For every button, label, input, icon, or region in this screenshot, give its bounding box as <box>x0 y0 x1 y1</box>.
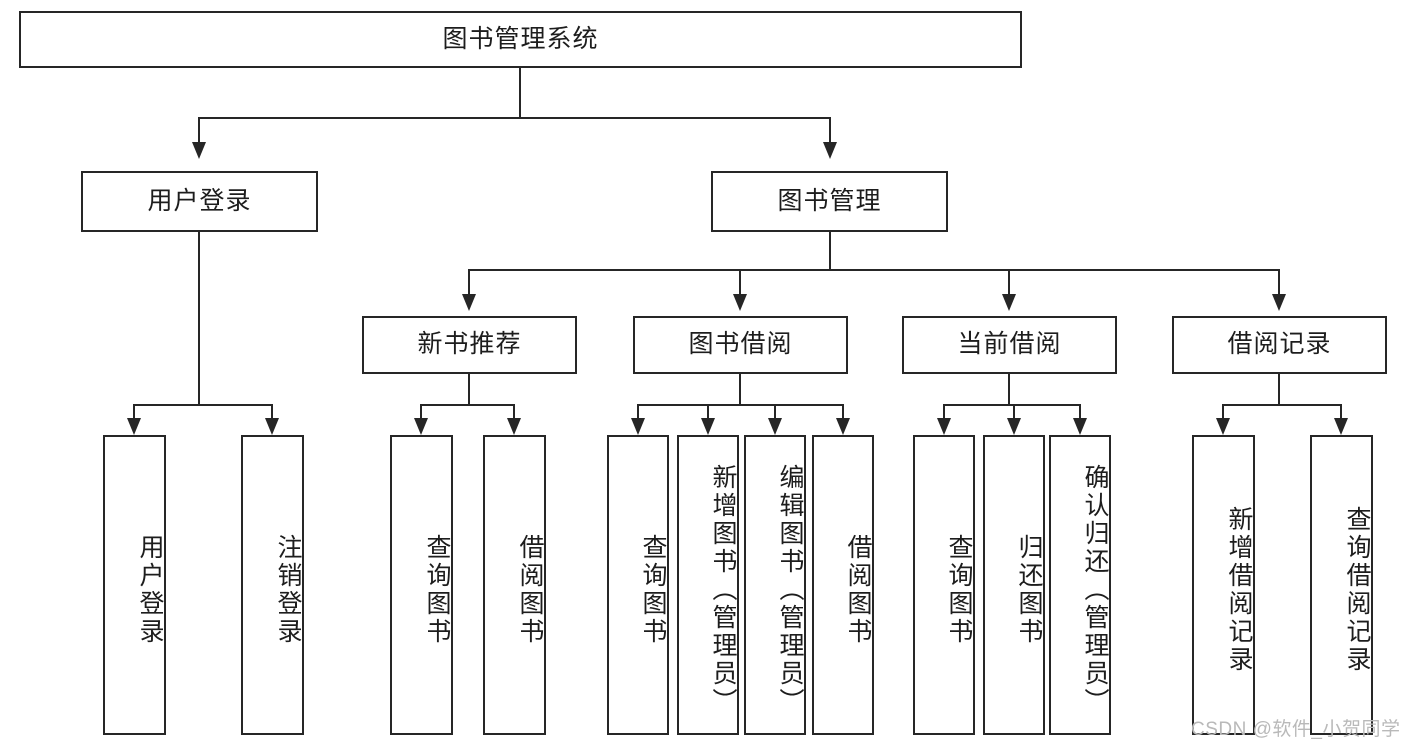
node-leaf-borrow-book-2[interactable]: 借阅图书 <box>812 435 874 735</box>
node-leaf-add-record[interactable]: 新增借阅记录 <box>1192 435 1255 735</box>
connector-drop-leaf-query-book-3 <box>943 404 946 418</box>
node-leaf-query-record[interactable]: 查询借阅记录 <box>1310 435 1373 735</box>
node-leaf-user-login[interactable]: 用户登录 <box>103 435 166 735</box>
connector-drop-leaf-add-book <box>707 404 710 418</box>
arrowhead-leaf-edit-book <box>768 418 782 435</box>
connector-drop-leaf-query-book-1 <box>420 404 423 418</box>
node-leaf-edit-book-label: 编辑图书（管理员） <box>776 464 804 716</box>
connector-current-borrow-stem <box>1008 374 1011 406</box>
node-book-borrow-label: 图书借阅 <box>688 330 793 359</box>
connector-borrow-record-stem <box>1278 374 1281 406</box>
connector-drop-leaf-edit-book <box>774 404 777 418</box>
node-leaf-confirm-return[interactable]: 确认归还（管理员） <box>1049 435 1111 735</box>
node-leaf-logout-label: 注销登录 <box>274 534 302 646</box>
connector-new-book-rec-stem <box>468 374 471 406</box>
connector-drop-new-book-rec <box>468 269 471 294</box>
arrowhead-leaf-add-book <box>701 418 715 435</box>
connector-root-drop-user-login <box>198 117 201 142</box>
csdn-watermark: CSDN @软件_小贺同学 <box>1191 719 1401 740</box>
connector-root-bus <box>198 117 831 120</box>
node-leaf-borrow-book-1[interactable]: 借阅图书 <box>483 435 546 735</box>
node-leaf-add-record-label: 新增借阅记录 <box>1225 506 1253 674</box>
arrowhead-leaf-query-book-2 <box>631 418 645 435</box>
connector-drop-leaf-logout <box>271 404 274 418</box>
node-book-manage[interactable]: 图书管理 <box>711 171 948 232</box>
connector-current-borrow-bus <box>943 404 1080 407</box>
node-leaf-logout[interactable]: 注销登录 <box>241 435 304 735</box>
connector-book-manage-stem <box>829 232 832 271</box>
arrowhead-new-book-rec <box>462 294 476 311</box>
connector-drop-book-borrow <box>739 269 742 294</box>
node-current-borrow-label: 当前借阅 <box>957 330 1062 359</box>
arrowhead-leaf-query-book-3 <box>937 418 951 435</box>
node-leaf-return-book-label: 归还图书 <box>1015 534 1043 646</box>
arrowhead-leaf-borrow-book-1 <box>507 418 521 435</box>
connector-user-login-bus <box>133 404 271 407</box>
connector-root-drop-book-manage <box>829 117 832 142</box>
connector-drop-leaf-query-book-2 <box>637 404 640 418</box>
connector-drop-borrow-record <box>1278 269 1281 294</box>
arrowhead-user-login <box>192 142 206 159</box>
arrowhead-leaf-return-book <box>1007 418 1021 435</box>
arrowhead-leaf-user-login <box>127 418 141 435</box>
node-leaf-add-book[interactable]: 新增图书（管理员） <box>677 435 739 735</box>
arrowhead-book-manage <box>823 142 837 159</box>
node-leaf-edit-book[interactable]: 编辑图书（管理员） <box>744 435 806 735</box>
arrowhead-current-borrow <box>1002 294 1016 311</box>
node-leaf-borrow-book-1-label: 借阅图书 <box>516 534 544 646</box>
connector-drop-leaf-borrow-book-2 <box>842 404 845 418</box>
node-leaf-query-book-1[interactable]: 查询图书 <box>390 435 453 735</box>
node-root[interactable]: 图书管理系统 <box>19 11 1022 68</box>
connector-drop-leaf-user-login <box>133 404 136 418</box>
node-user-login[interactable]: 用户登录 <box>81 171 318 232</box>
connector-root-stem <box>519 68 522 118</box>
arrowhead-leaf-confirm-return <box>1073 418 1087 435</box>
node-current-borrow[interactable]: 当前借阅 <box>902 316 1117 374</box>
connector-book-borrow-bus <box>637 404 844 407</box>
connector-book-borrow-stem <box>739 374 742 406</box>
connector-drop-leaf-confirm-return <box>1079 404 1082 418</box>
arrowhead-leaf-borrow-book-2 <box>836 418 850 435</box>
connector-borrow-record-bus <box>1222 404 1341 407</box>
node-leaf-user-login-label: 用户登录 <box>136 534 164 646</box>
arrowhead-book-borrow <box>733 294 747 311</box>
node-book-borrow[interactable]: 图书借阅 <box>633 316 848 374</box>
node-leaf-query-book-3-label: 查询图书 <box>945 534 973 646</box>
connector-user-login-stem <box>198 232 201 406</box>
node-borrow-record[interactable]: 借阅记录 <box>1172 316 1387 374</box>
node-leaf-query-book-2-label: 查询图书 <box>639 534 667 646</box>
connector-drop-leaf-query-record <box>1340 404 1343 418</box>
connector-drop-leaf-borrow-book-1 <box>513 404 516 418</box>
connector-drop-leaf-add-record <box>1222 404 1225 418</box>
arrowhead-leaf-add-record <box>1216 418 1230 435</box>
node-new-book-rec-label: 新书推荐 <box>417 330 522 359</box>
node-leaf-confirm-return-label: 确认归还（管理员） <box>1081 464 1109 716</box>
connector-drop-leaf-return-book <box>1013 404 1016 418</box>
node-leaf-borrow-book-2-label: 借阅图书 <box>844 534 872 646</box>
node-new-book-rec[interactable]: 新书推荐 <box>362 316 577 374</box>
node-leaf-add-book-label: 新增图书（管理员） <box>709 464 737 716</box>
arrowhead-borrow-record <box>1272 294 1286 311</box>
connector-new-book-rec-bus <box>420 404 515 407</box>
arrowhead-leaf-logout <box>265 418 279 435</box>
node-borrow-record-label: 借阅记录 <box>1227 330 1332 359</box>
node-leaf-query-record-label: 查询借阅记录 <box>1343 506 1371 674</box>
arrowhead-leaf-query-book-1 <box>414 418 428 435</box>
node-book-manage-label: 图书管理 <box>777 186 882 215</box>
connector-book-manage-bus <box>468 269 1280 272</box>
node-leaf-query-book-1-label: 查询图书 <box>423 534 451 646</box>
arrowhead-leaf-query-record <box>1334 418 1348 435</box>
node-leaf-query-book-2[interactable]: 查询图书 <box>607 435 669 735</box>
node-leaf-query-book-3[interactable]: 查询图书 <box>913 435 975 735</box>
node-user-login-label: 用户登录 <box>147 186 252 215</box>
node-root-label: 图书管理系统 <box>442 24 599 53</box>
connector-drop-current-borrow <box>1008 269 1011 294</box>
node-leaf-return-book[interactable]: 归还图书 <box>983 435 1045 735</box>
